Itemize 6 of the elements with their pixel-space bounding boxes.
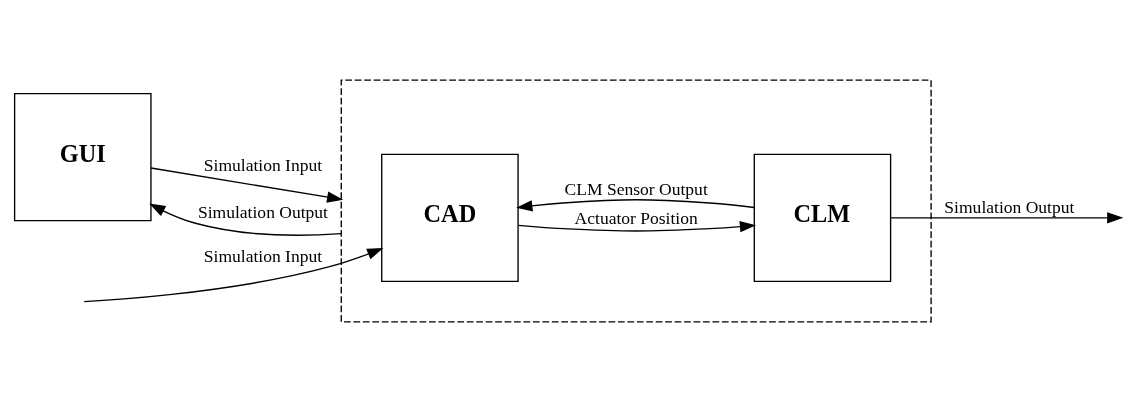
edge-label: Simulation Input [203, 155, 323, 176]
edge-label: Simulation Output [944, 197, 1075, 218]
edge-label: Simulation Input [203, 245, 323, 266]
edge-label: CLM Sensor Output [564, 179, 708, 200]
edge-label: Simulation Output [197, 202, 328, 223]
edge-label: Actuator Position [574, 207, 698, 228]
